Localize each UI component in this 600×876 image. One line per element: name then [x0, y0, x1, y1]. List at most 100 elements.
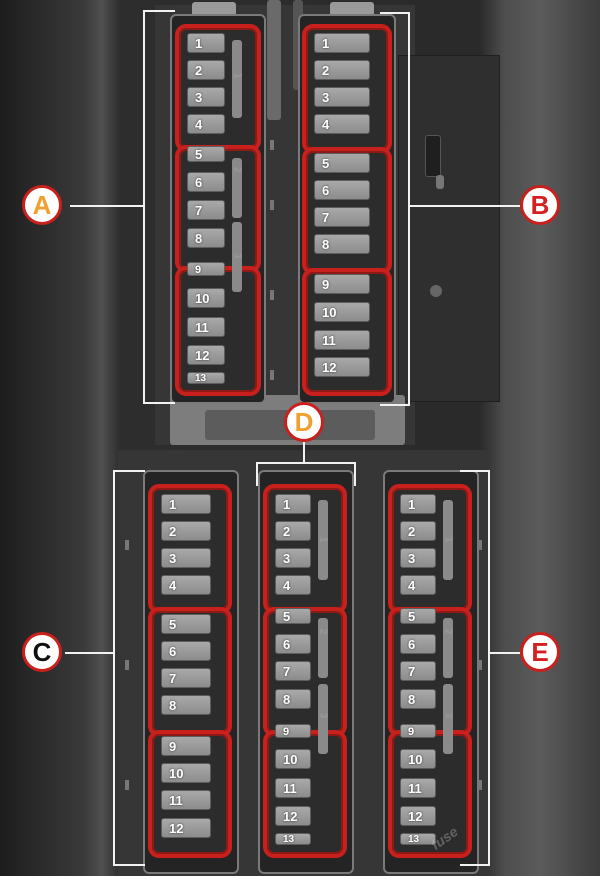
block-d-fuse-4: 4 — [275, 575, 311, 595]
block-a-fuse-9: 9 — [187, 262, 225, 276]
block-a-relay-strip-1 — [232, 40, 242, 118]
block-a-fuse-12: 12 — [187, 345, 225, 365]
leader-c — [65, 652, 113, 654]
rib — [270, 200, 274, 210]
relay-socket-3 — [430, 285, 442, 297]
block-d-tag-3: 3 — [317, 712, 329, 719]
block-e-relay-strip-2 — [443, 618, 453, 678]
block-e-fuse-9: 9 — [400, 724, 436, 738]
block-d-fuse-3: 3 — [275, 548, 311, 568]
block-d-fuse-1: 1 — [275, 494, 311, 514]
block-a-tag-1: 1 — [231, 72, 243, 79]
bracket-c — [113, 470, 145, 866]
rib — [270, 290, 274, 300]
bracket-b — [380, 12, 410, 406]
leader-a — [70, 205, 143, 207]
block-e-tag-3: 3 — [442, 712, 454, 719]
block-d-tag-2: 2 — [317, 628, 329, 635]
block-b-fuse-12: 12 — [314, 357, 370, 377]
block-d-fuse-2: 2 — [275, 521, 311, 541]
block-c-fuse-7: 7 — [161, 668, 211, 688]
block-e-fuse-11: 11 — [400, 778, 436, 798]
block-a-tag-2: 2 — [231, 166, 243, 173]
block-c-fuse-2: 2 — [161, 521, 211, 541]
block-b-fuse-3: 3 — [314, 87, 370, 107]
block-d-fuse-9: 9 — [275, 724, 311, 738]
block-e-fuse-4: 4 — [400, 575, 436, 595]
rib — [270, 370, 274, 380]
block-e-relay-strip-3 — [443, 684, 453, 754]
rib — [478, 540, 482, 550]
rib — [125, 540, 129, 550]
block-c-fuse-10: 10 — [161, 763, 211, 783]
block-a-fuse-3: 3 — [187, 87, 225, 107]
block-a-fuse-10: 10 — [187, 288, 225, 308]
leader-d — [303, 442, 305, 462]
block-a-fuse-11: 11 — [187, 317, 225, 337]
block-a-fuse-5: 5 — [187, 146, 225, 162]
block-e-fuse-5: 5 — [400, 608, 436, 624]
callout-e: E — [520, 632, 560, 672]
block-b-fuse-11: 11 — [314, 330, 370, 350]
block-e-fuse-6: 6 — [400, 634, 436, 654]
block-c-fuse-8: 8 — [161, 695, 211, 715]
block-a-fuse-1: 1 — [187, 33, 225, 53]
block-d-relay-strip-3 — [318, 684, 328, 754]
block-b-fuse-8: 8 — [314, 234, 370, 254]
block-b-fuse-7: 7 — [314, 207, 370, 227]
block-c-fuse-6: 6 — [161, 641, 211, 661]
block-e-fuse-10: 10 — [400, 749, 436, 769]
callout-b: B — [520, 185, 560, 225]
block-d-tag-1: 1 — [317, 536, 329, 543]
block-a-relay-strip-2 — [232, 158, 242, 218]
block-b-fuse-1: 1 — [314, 33, 370, 53]
block-c-fuse-4: 4 — [161, 575, 211, 595]
block-c-fuse-11: 11 — [161, 790, 211, 810]
block-c-fuse-9: 9 — [161, 736, 211, 756]
center-post — [267, 0, 281, 120]
block-d-fuse-6: 6 — [275, 634, 311, 654]
block-e-fuse-12: 12 — [400, 806, 436, 826]
block-c-fuse-12: 12 — [161, 818, 211, 838]
block-a-tag-3: 3 — [231, 252, 243, 259]
bracket-a — [143, 10, 175, 404]
callout-c: C — [22, 632, 62, 672]
top-clip-b — [330, 2, 374, 16]
block-b-fuse-2: 2 — [314, 60, 370, 80]
callout-d: D — [284, 402, 324, 442]
block-d-fuse-10: 10 — [275, 749, 311, 769]
block-e-fuse-7: 7 — [400, 661, 436, 681]
block-c-fuse-3: 3 — [161, 548, 211, 568]
block-c-fuse-5: 5 — [161, 614, 211, 634]
leader-b — [408, 205, 520, 207]
block-b-fuse-6: 6 — [314, 180, 370, 200]
bracket-e — [460, 470, 490, 866]
block-d-relay-strip-1 — [318, 500, 328, 580]
relay-socket-2 — [436, 175, 444, 189]
block-e-tag-2: 2 — [442, 628, 454, 635]
right-relay-panel — [398, 55, 500, 402]
leader-e — [488, 652, 520, 654]
relay-socket-1 — [425, 135, 441, 177]
rib — [478, 660, 482, 670]
block-a-fuse-13: 13 — [187, 372, 225, 384]
block-b-fuse-10: 10 — [314, 302, 370, 322]
rib — [125, 660, 129, 670]
block-e-relay-strip-1 — [443, 500, 453, 580]
block-a-fuse-4: 4 — [187, 114, 225, 134]
block-e-tag-1: 1 — [442, 536, 454, 543]
block-a-fuse-2: 2 — [187, 60, 225, 80]
callout-a: A — [22, 185, 62, 225]
block-d-fuse-5: 5 — [275, 608, 311, 624]
block-e-fuse-1: 1 — [400, 494, 436, 514]
block-b-fuse-9: 9 — [314, 274, 370, 294]
block-a-relay-strip-3 — [232, 222, 242, 292]
block-a-fuse-7: 7 — [187, 200, 225, 220]
block-e-fuse-8: 8 — [400, 689, 436, 709]
block-b-fuse-4: 4 — [314, 114, 370, 134]
block-e-fuse-3: 3 — [400, 548, 436, 568]
block-b-fuse-5: 5 — [314, 153, 370, 173]
block-d-fuse-8: 8 — [275, 689, 311, 709]
block-c-fuse-1: 1 — [161, 494, 211, 514]
rib — [478, 780, 482, 790]
